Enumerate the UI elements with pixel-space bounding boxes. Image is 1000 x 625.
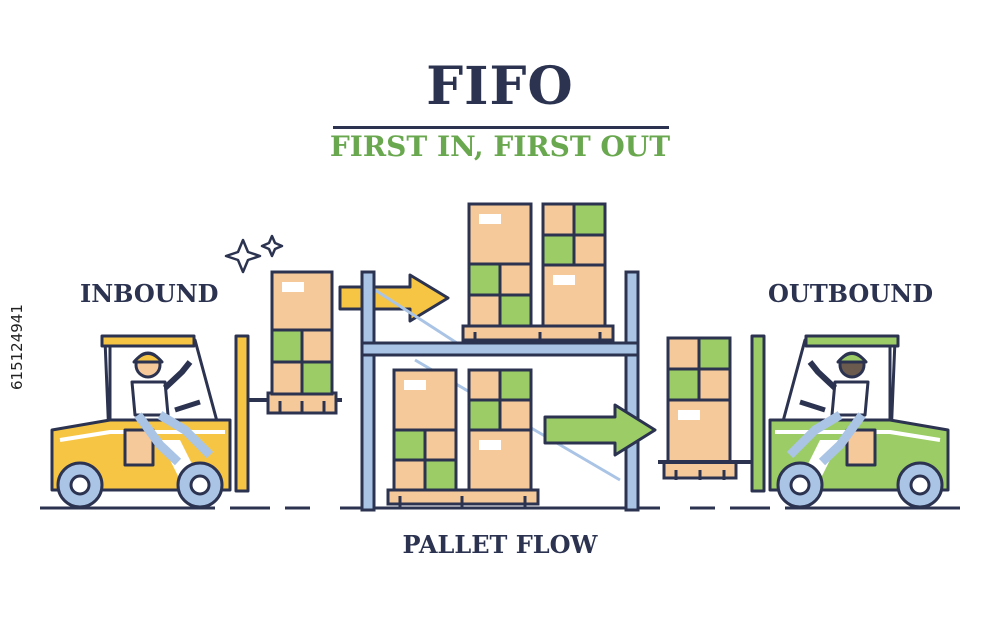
diagram-title: FIFO	[426, 56, 574, 117]
stock-image-id: 615124941	[8, 304, 26, 390]
inbound-pallet-icon	[266, 270, 338, 415]
top-shelf-pallets	[461, 202, 615, 343]
outbound-forklift-icon	[658, 334, 950, 509]
diagram-subtitle: FIRST IN, FIRST OUT	[329, 130, 671, 163]
inbound-forklift-icon	[50, 334, 342, 509]
arrow-right-icon	[543, 403, 657, 457]
sparkle-icon	[224, 234, 284, 274]
arrow-right-icon	[338, 273, 450, 323]
outbound-label: OUTBOUND	[768, 279, 934, 308]
bottom-shelf-pallets	[386, 368, 540, 507]
title-divider	[333, 126, 669, 129]
inbound-label: INBOUND	[80, 279, 219, 308]
pallet-flow-label: PALLET FLOW	[402, 530, 598, 559]
outbound-pallet-icon	[662, 336, 738, 480]
